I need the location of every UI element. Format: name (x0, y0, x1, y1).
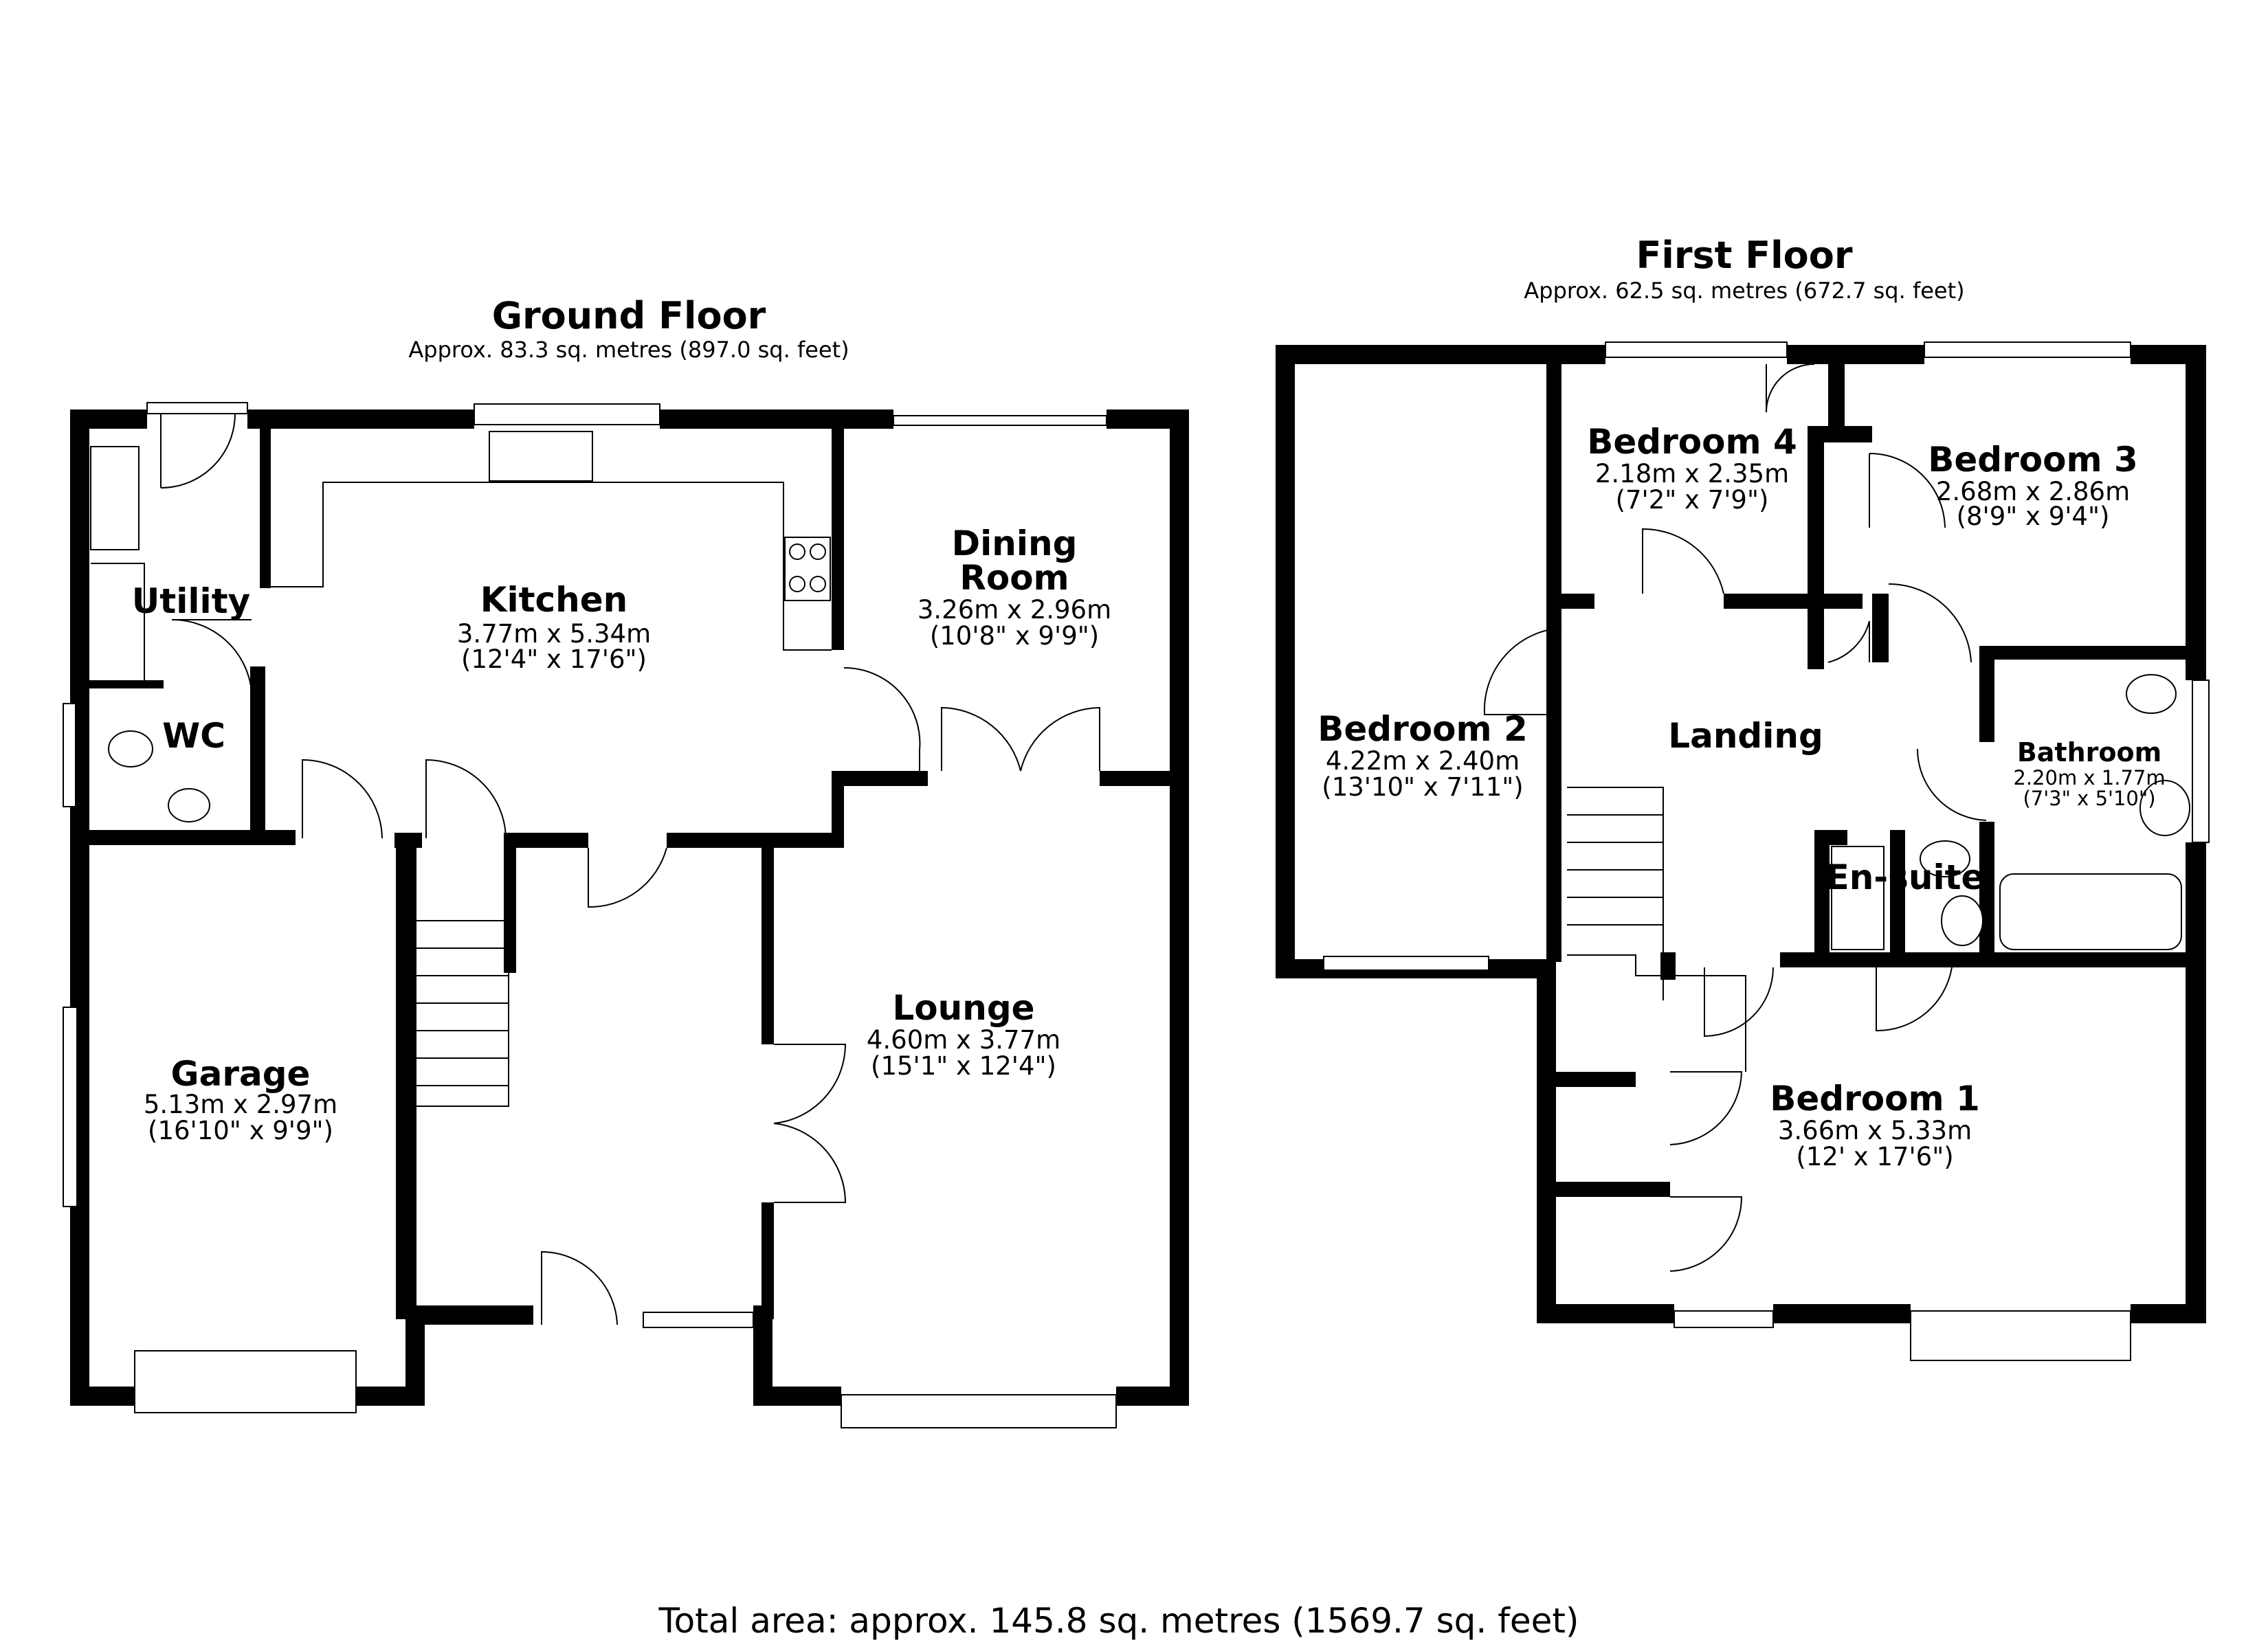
bathroom-metric: 2.20m x 1.77m (2013, 766, 2165, 789)
utility-label: Utility (132, 581, 250, 621)
bedroom-2-imperial: (13'10" x 7'11") (1322, 772, 1523, 802)
ensuite-label: En-suite (1826, 857, 1985, 897)
bedroom-4-metric: 2.18m x 2.35m (1595, 459, 1789, 489)
first-floor-title: First Floor (1636, 234, 1852, 277)
bedroom-4-imperial: (7'2" x 7'9") (1616, 485, 1769, 515)
lounge-label: Lounge (892, 988, 1034, 1028)
landing-label: Landing (1668, 716, 1823, 756)
bedroom-1-imperial: (12' x 17'6") (1796, 1142, 1953, 1171)
dining-room-metric: 3.26m x 2.96m (918, 595, 1111, 625)
dining-room-label-line2: Room (959, 558, 1069, 598)
bedroom-3-label: Bedroom 3 (1928, 440, 2137, 480)
bedroom-3-imperial: (8'9" x 9'4") (1957, 502, 2110, 531)
total-area: Total area: approx. 145.8 sq. metres (15… (658, 1601, 1579, 1641)
ground-floor-plan (63, 402, 1189, 1428)
garage-metric: 5.13m x 2.97m (144, 1090, 337, 1119)
bedroom-2-label: Bedroom 2 (1318, 709, 1527, 749)
bedroom-1-metric: 3.66m x 5.33m (1778, 1116, 1972, 1145)
wc-label: WC (162, 716, 225, 756)
bathroom-label: Bathroom (2017, 737, 2161, 767)
lounge-metric: 4.60m x 3.77m (867, 1025, 1060, 1055)
garage-imperial: (16'10" x 9'9") (148, 1116, 333, 1145)
first-floor-area: Approx. 62.5 sq. metres (672.7 sq. feet) (1524, 278, 1964, 304)
kitchen-label: Kitchen (480, 580, 628, 620)
dining-room-imperial: (10'8" x 9'9") (930, 621, 1099, 651)
ground-floor-title: Ground Floor (492, 294, 766, 337)
dining-room-label-line1: Dining (952, 524, 1078, 563)
garage-label: Garage (171, 1054, 311, 1094)
kitchen-metric: 3.77m x 5.34m (457, 619, 651, 649)
bedroom-2-metric: 4.22m x 2.40m (1326, 746, 1520, 776)
bedroom-4-label: Bedroom 4 (1587, 422, 1797, 462)
ground-floor-area: Approx. 83.3 sq. metres (897.0 sq. feet) (408, 337, 849, 363)
kitchen-imperial: (12'4" x 17'6") (461, 644, 647, 674)
bedroom-3-metric: 2.68m x 2.86m (1936, 477, 2130, 506)
first-floor-plan (1276, 341, 2210, 1361)
lounge-imperial: (15'1" x 12'4") (871, 1051, 1056, 1081)
bedroom-1-label: Bedroom 1 (1770, 1079, 1979, 1119)
bathroom-imperial: (7'3" x 5'10") (2023, 787, 2155, 810)
